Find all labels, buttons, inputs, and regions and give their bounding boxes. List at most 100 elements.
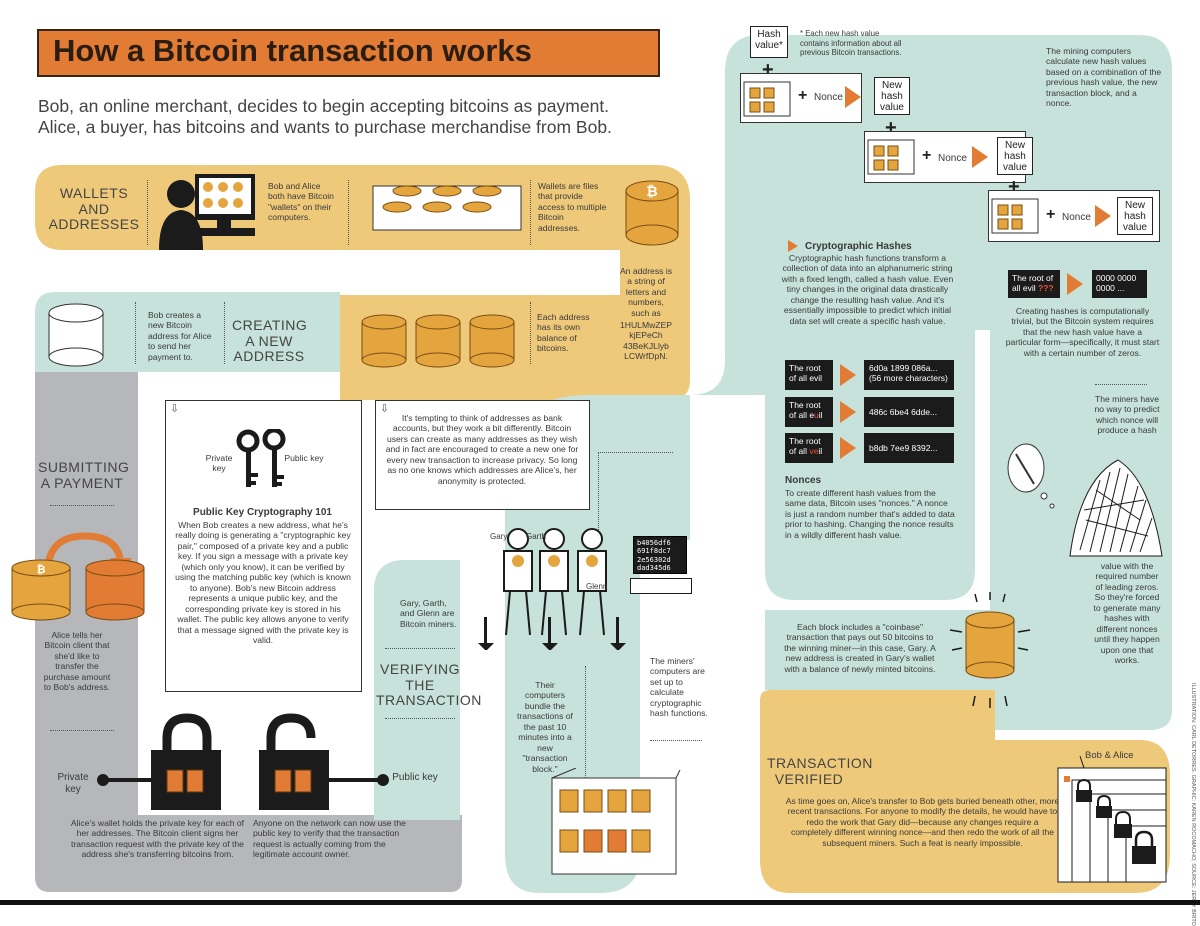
block-icon	[991, 198, 1039, 234]
screen-hash-text: b4056df6 691f8dc7 2e56302d dad345d6	[637, 539, 671, 573]
public-key-label: Public key	[284, 453, 324, 463]
intro-line-2: Alice, a buyer, has bitcoins and wants t…	[38, 116, 612, 137]
wallet-coins-icon	[372, 185, 522, 231]
submitting-text-1: Alice tells her Bitcoin client that she'…	[43, 630, 111, 693]
pkc-box: Private key Public key Public Key Crypto…	[165, 400, 362, 692]
private-key-label: Private key	[205, 453, 233, 474]
zeros-output: 0000 0000 0000 ...	[1092, 270, 1147, 298]
hash-output-2: 486c 6be4 6dde...	[864, 397, 954, 427]
dotted-connector	[598, 452, 673, 453]
nonce-label: Nonce	[938, 153, 967, 164]
arrow-right-icon	[840, 364, 856, 386]
anonymity-text: It's tempting to think of addresses as b…	[385, 413, 579, 486]
miners-nonce-text-1: The miners have no way to predict which …	[1094, 394, 1160, 436]
divider	[224, 302, 225, 364]
pkc-body: When Bob creates a new address, what he'…	[175, 520, 351, 646]
plus-icon: +	[1008, 176, 1020, 198]
divider	[585, 666, 586, 778]
creating-text-2: Each address has its own balance of bitc…	[537, 312, 590, 354]
zeros-input-text: The root of all evil	[1012, 273, 1054, 294]
computer-user-icon	[159, 174, 255, 250]
wallets-caption: WALLETS AND ADDRESSES	[48, 185, 140, 233]
intro-line-1: Bob, an online merchant, decides to begi…	[38, 96, 610, 116]
plus-icon: +	[762, 59, 774, 81]
coin-stack-icon: ₿	[625, 180, 679, 246]
plus-icon: +	[922, 147, 932, 164]
transaction-block-icon	[551, 768, 681, 875]
nonces-heading: Nonces	[785, 475, 822, 486]
zeros-qmarks: ???	[1038, 283, 1054, 294]
nonce-label: Nonce	[1062, 212, 1091, 223]
crypto-heading: Cryptographic Hashes	[805, 241, 912, 252]
arrow-right-icon	[972, 146, 988, 168]
hash-input-text: The root	[789, 436, 821, 446]
transfer-icon: ₿	[11, 532, 145, 621]
miners-illustration	[478, 528, 626, 650]
page-title: How a Bitcoin transaction works	[53, 33, 532, 68]
miners-nonce-text-2: value with the required number of leadin…	[1093, 561, 1161, 666]
creating-text-1: Bob creates a new Bitcoin address for Al…	[148, 310, 212, 362]
hash-input-1: The root of all evil	[785, 360, 833, 390]
credit-container: ILLUSTRATION: CARL DETORRES. GRAPHIC: KA…	[1188, 680, 1196, 926]
verifying-caption: VERIFYING THE TRANSACTION	[376, 661, 482, 709]
submitting-caption: SUBMITTING A PAYMENT	[38, 459, 130, 491]
hash-input-text: of all	[789, 446, 810, 457]
zeros-input: The root of all evil ???	[1008, 270, 1060, 298]
unlocked-padlock-icon	[259, 713, 389, 810]
divider	[530, 180, 531, 245]
submitting-text-2: Alice's wallet holds the private key for…	[70, 818, 245, 860]
hash-input-text: of all e	[789, 410, 815, 421]
public-key-label: Public key	[392, 772, 438, 783]
miners-text: Gary, Garth, and Glenn are Bitcoin miner…	[400, 598, 457, 629]
plus-icon: +	[798, 87, 808, 104]
hash-input-3: The root of all veil	[785, 433, 833, 463]
divider	[650, 740, 702, 741]
arrow-marker-icon: ⇩	[380, 403, 390, 415]
intro-text: Bob, an online merchant, decides to begi…	[38, 96, 612, 137]
creating-caption: CREATING A NEW ADDRESS	[232, 317, 308, 365]
block-icon	[867, 139, 915, 175]
miner-screen: b4056df6 691f8dc7 2e56302d dad345d6	[633, 536, 687, 574]
wallets-text-1: Bob and Alice both have Bitcoin "wallets…	[268, 181, 334, 223]
arrow-marker-icon: ⇩	[170, 403, 180, 415]
hash-output-1: 6d0a 1899 086a... (56 more characters)	[864, 360, 954, 390]
divider	[348, 180, 349, 245]
address-balances-icon	[361, 314, 515, 368]
hash-input-text: The root	[789, 363, 821, 373]
dotted-connector	[598, 452, 599, 540]
locked-padlock-icon	[97, 713, 221, 810]
credit-text: ILLUSTRATION: CARL DETORRES. GRAPHIC: KA…	[1190, 683, 1196, 926]
hash-output-3: b8db 7ee9 8392...	[864, 433, 954, 463]
submitting-text-3: Anyone on the network can now use the pu…	[253, 818, 406, 860]
verified-caption: TRANSACTION VERIFIED	[767, 755, 873, 787]
hash-input-highlight: ve	[809, 446, 819, 457]
divider	[385, 718, 455, 719]
divider	[50, 505, 114, 506]
hash-input-text: il	[818, 446, 823, 457]
hash-input-text: of all evil	[789, 373, 823, 384]
plus-icon: +	[1046, 206, 1056, 223]
divider	[530, 302, 531, 364]
divider	[1095, 384, 1147, 385]
nonce-label: Nonce	[814, 92, 843, 103]
empty-wallet-icon	[48, 303, 104, 367]
block-icon	[743, 81, 791, 117]
hash-value-box: Hash value*	[750, 26, 788, 58]
buried-blocks-icon	[1057, 756, 1167, 883]
svg-text:₿: ₿	[37, 563, 46, 576]
crypto-text: The miners' computers are set up to calc…	[650, 656, 708, 719]
arrow-right-icon	[1095, 205, 1111, 227]
hash-input-text: il	[818, 410, 823, 421]
bottom-bar	[0, 900, 1200, 905]
keyboard-icon	[630, 578, 692, 594]
bundle-text: Their computers bundle the transactions …	[517, 680, 573, 774]
mining-desc: The mining computers calculate new hash …	[1046, 46, 1162, 109]
arrow-right-icon	[845, 86, 861, 108]
title-banner: How a Bitcoin transaction works	[37, 29, 660, 77]
bob-alice-label: Bob & Alice	[1085, 750, 1134, 761]
coinbase-coins-icon	[949, 592, 1031, 708]
haystack-illustration	[1007, 443, 1163, 557]
divider	[385, 648, 455, 649]
miner-name: Garth	[526, 532, 547, 541]
hash-input-highlight: u	[814, 410, 819, 421]
